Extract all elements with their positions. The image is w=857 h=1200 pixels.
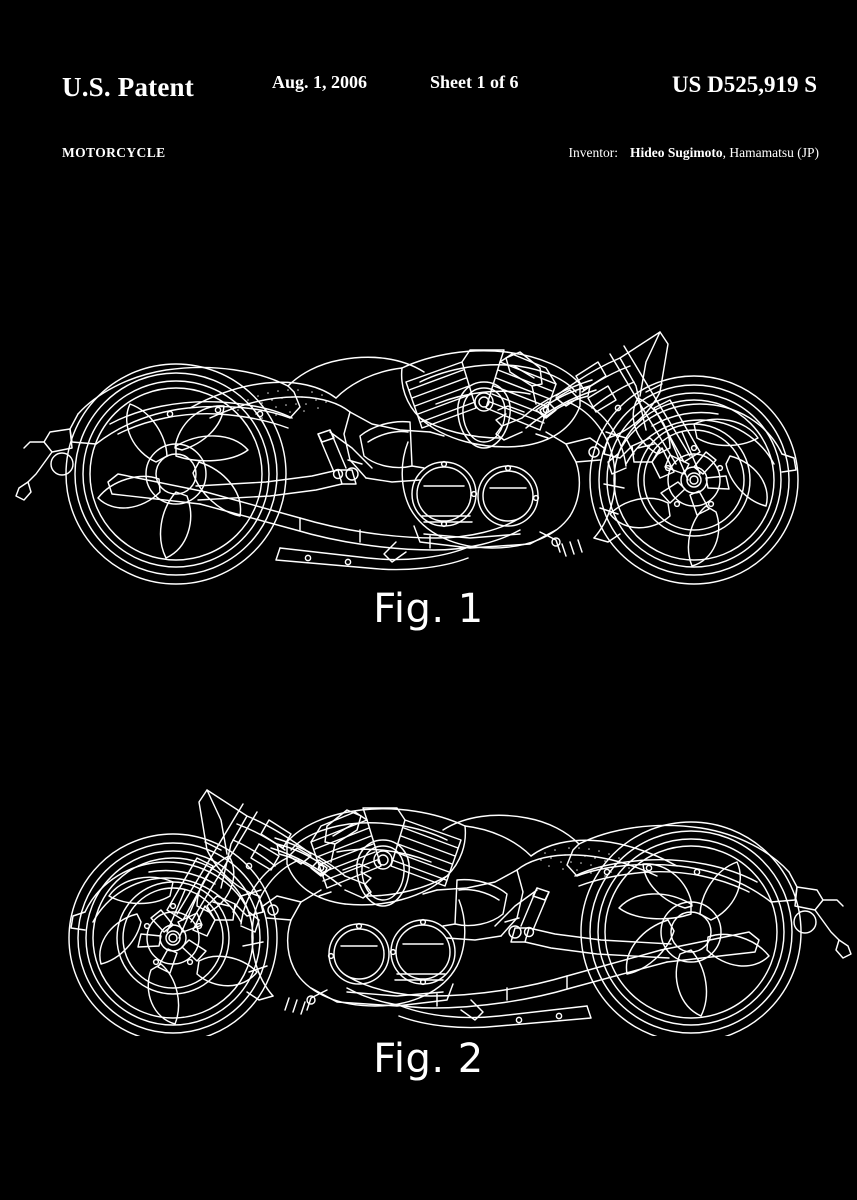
patent-office-label: U.S. Patent [62, 72, 194, 102]
inventor-line: Inventor: Hideo Sugimoto, Hamamatsu (JP) [569, 145, 820, 161]
inventor-name: Hideo Sugimoto [630, 145, 723, 160]
figure-1: Fig. 1 [0, 186, 857, 632]
figure-1-caption: Fig. 1 [373, 586, 484, 632]
patent-subheader: MOTORCYCLE Inventor: Hideo Sugimoto, Hama… [0, 145, 857, 167]
motorcycle-drawing-fig2 [0, 636, 857, 1036]
sheet-number: Sheet 1 of 6 [430, 72, 519, 92]
inventor-location: , Hamamatsu (JP) [722, 145, 819, 160]
patent-number: US D525,919 S [671, 72, 817, 97]
patent-header: U.S. Patent Aug. 1, 2006 Sheet 1 of 6 US… [0, 72, 857, 106]
motorcycle-drawing-fig1 [0, 186, 857, 586]
figure-2-caption: Fig. 2 [373, 1036, 484, 1082]
patent-date: Aug. 1, 2006 [272, 72, 368, 92]
invention-title: MOTORCYCLE [62, 145, 166, 160]
inventor-label: Inventor: [568, 145, 619, 160]
figure-2: Fig. 2 [0, 636, 857, 1082]
